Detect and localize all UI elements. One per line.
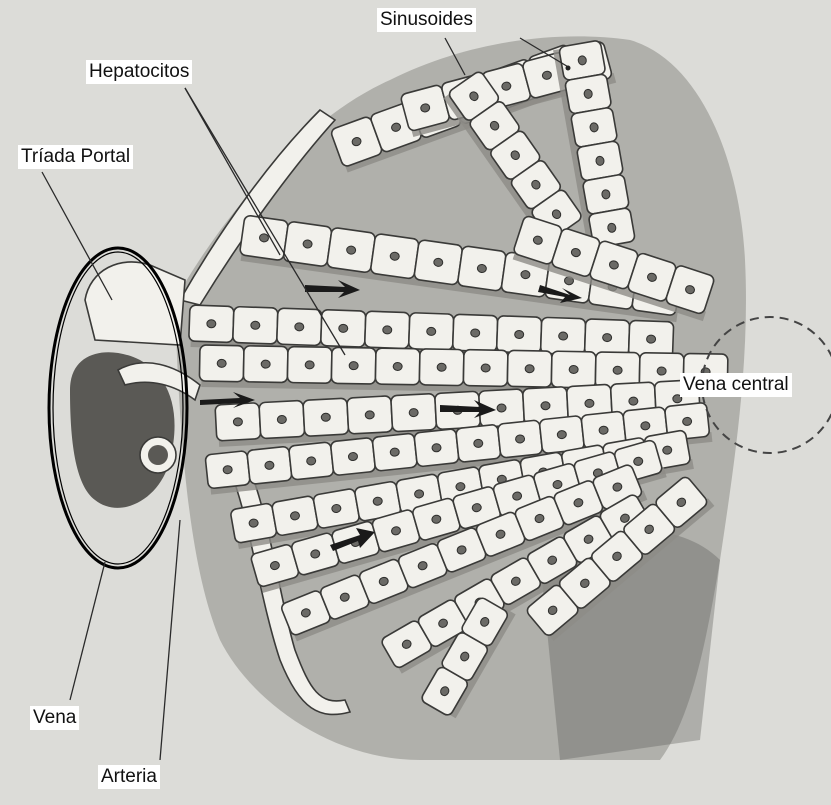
cell-nucleus	[682, 417, 692, 426]
label-triada-portal: Tríada Portal	[18, 145, 133, 169]
label-arteria: Arteria	[98, 765, 160, 789]
cell-nucleus	[251, 321, 260, 329]
cell-nucleus	[348, 452, 358, 461]
cell-nucleus	[629, 397, 638, 405]
cell-nucleus	[277, 415, 286, 423]
cell-nucleus	[541, 401, 550, 409]
cell-nucleus	[599, 426, 609, 435]
cell-nucleus	[207, 320, 216, 328]
cell-nucleus	[602, 333, 611, 341]
cell-nucleus	[393, 362, 402, 370]
cell-nucleus	[525, 365, 534, 373]
cell-nucleus	[223, 465, 233, 474]
cell-nucleus	[321, 413, 330, 421]
label-sinusoides: Sinusoides	[377, 8, 476, 32]
cell-nucleus	[349, 362, 358, 370]
cell-nucleus	[613, 366, 622, 374]
cell-nucleus	[657, 367, 666, 375]
cell-nucleus	[306, 456, 316, 465]
cell-nucleus	[233, 418, 242, 426]
cell-nucleus	[339, 324, 348, 332]
cell-nucleus	[295, 323, 304, 331]
cell-nucleus	[265, 461, 275, 470]
label-vena: Vena	[30, 706, 79, 730]
cell-nucleus	[383, 326, 392, 334]
cell-nucleus	[569, 365, 578, 373]
cell-nucleus	[365, 411, 374, 419]
cell-nucleus	[515, 330, 524, 338]
label-vena-central: Vena central	[680, 373, 792, 397]
cell-nucleus	[497, 404, 506, 412]
cell-nucleus	[409, 408, 418, 416]
cell-nucleus	[473, 439, 483, 448]
cell-nucleus	[217, 359, 226, 367]
cell-nucleus	[261, 360, 270, 368]
cell-nucleus	[432, 443, 442, 452]
cell-nucleus	[437, 363, 446, 371]
cell-nucleus	[390, 448, 400, 457]
cell-nucleus	[640, 421, 650, 430]
cell-nucleus	[471, 329, 480, 337]
cell-nucleus	[481, 364, 490, 372]
cell-nucleus	[646, 335, 655, 343]
cell-nucleus	[559, 332, 568, 340]
cell-nucleus	[585, 399, 594, 407]
label-hepatocitos: Hepatocitos	[86, 60, 192, 84]
cell-nucleus	[557, 430, 567, 439]
cell-nucleus	[427, 327, 436, 335]
cell-nucleus	[305, 361, 314, 369]
cell-nucleus	[515, 435, 525, 444]
